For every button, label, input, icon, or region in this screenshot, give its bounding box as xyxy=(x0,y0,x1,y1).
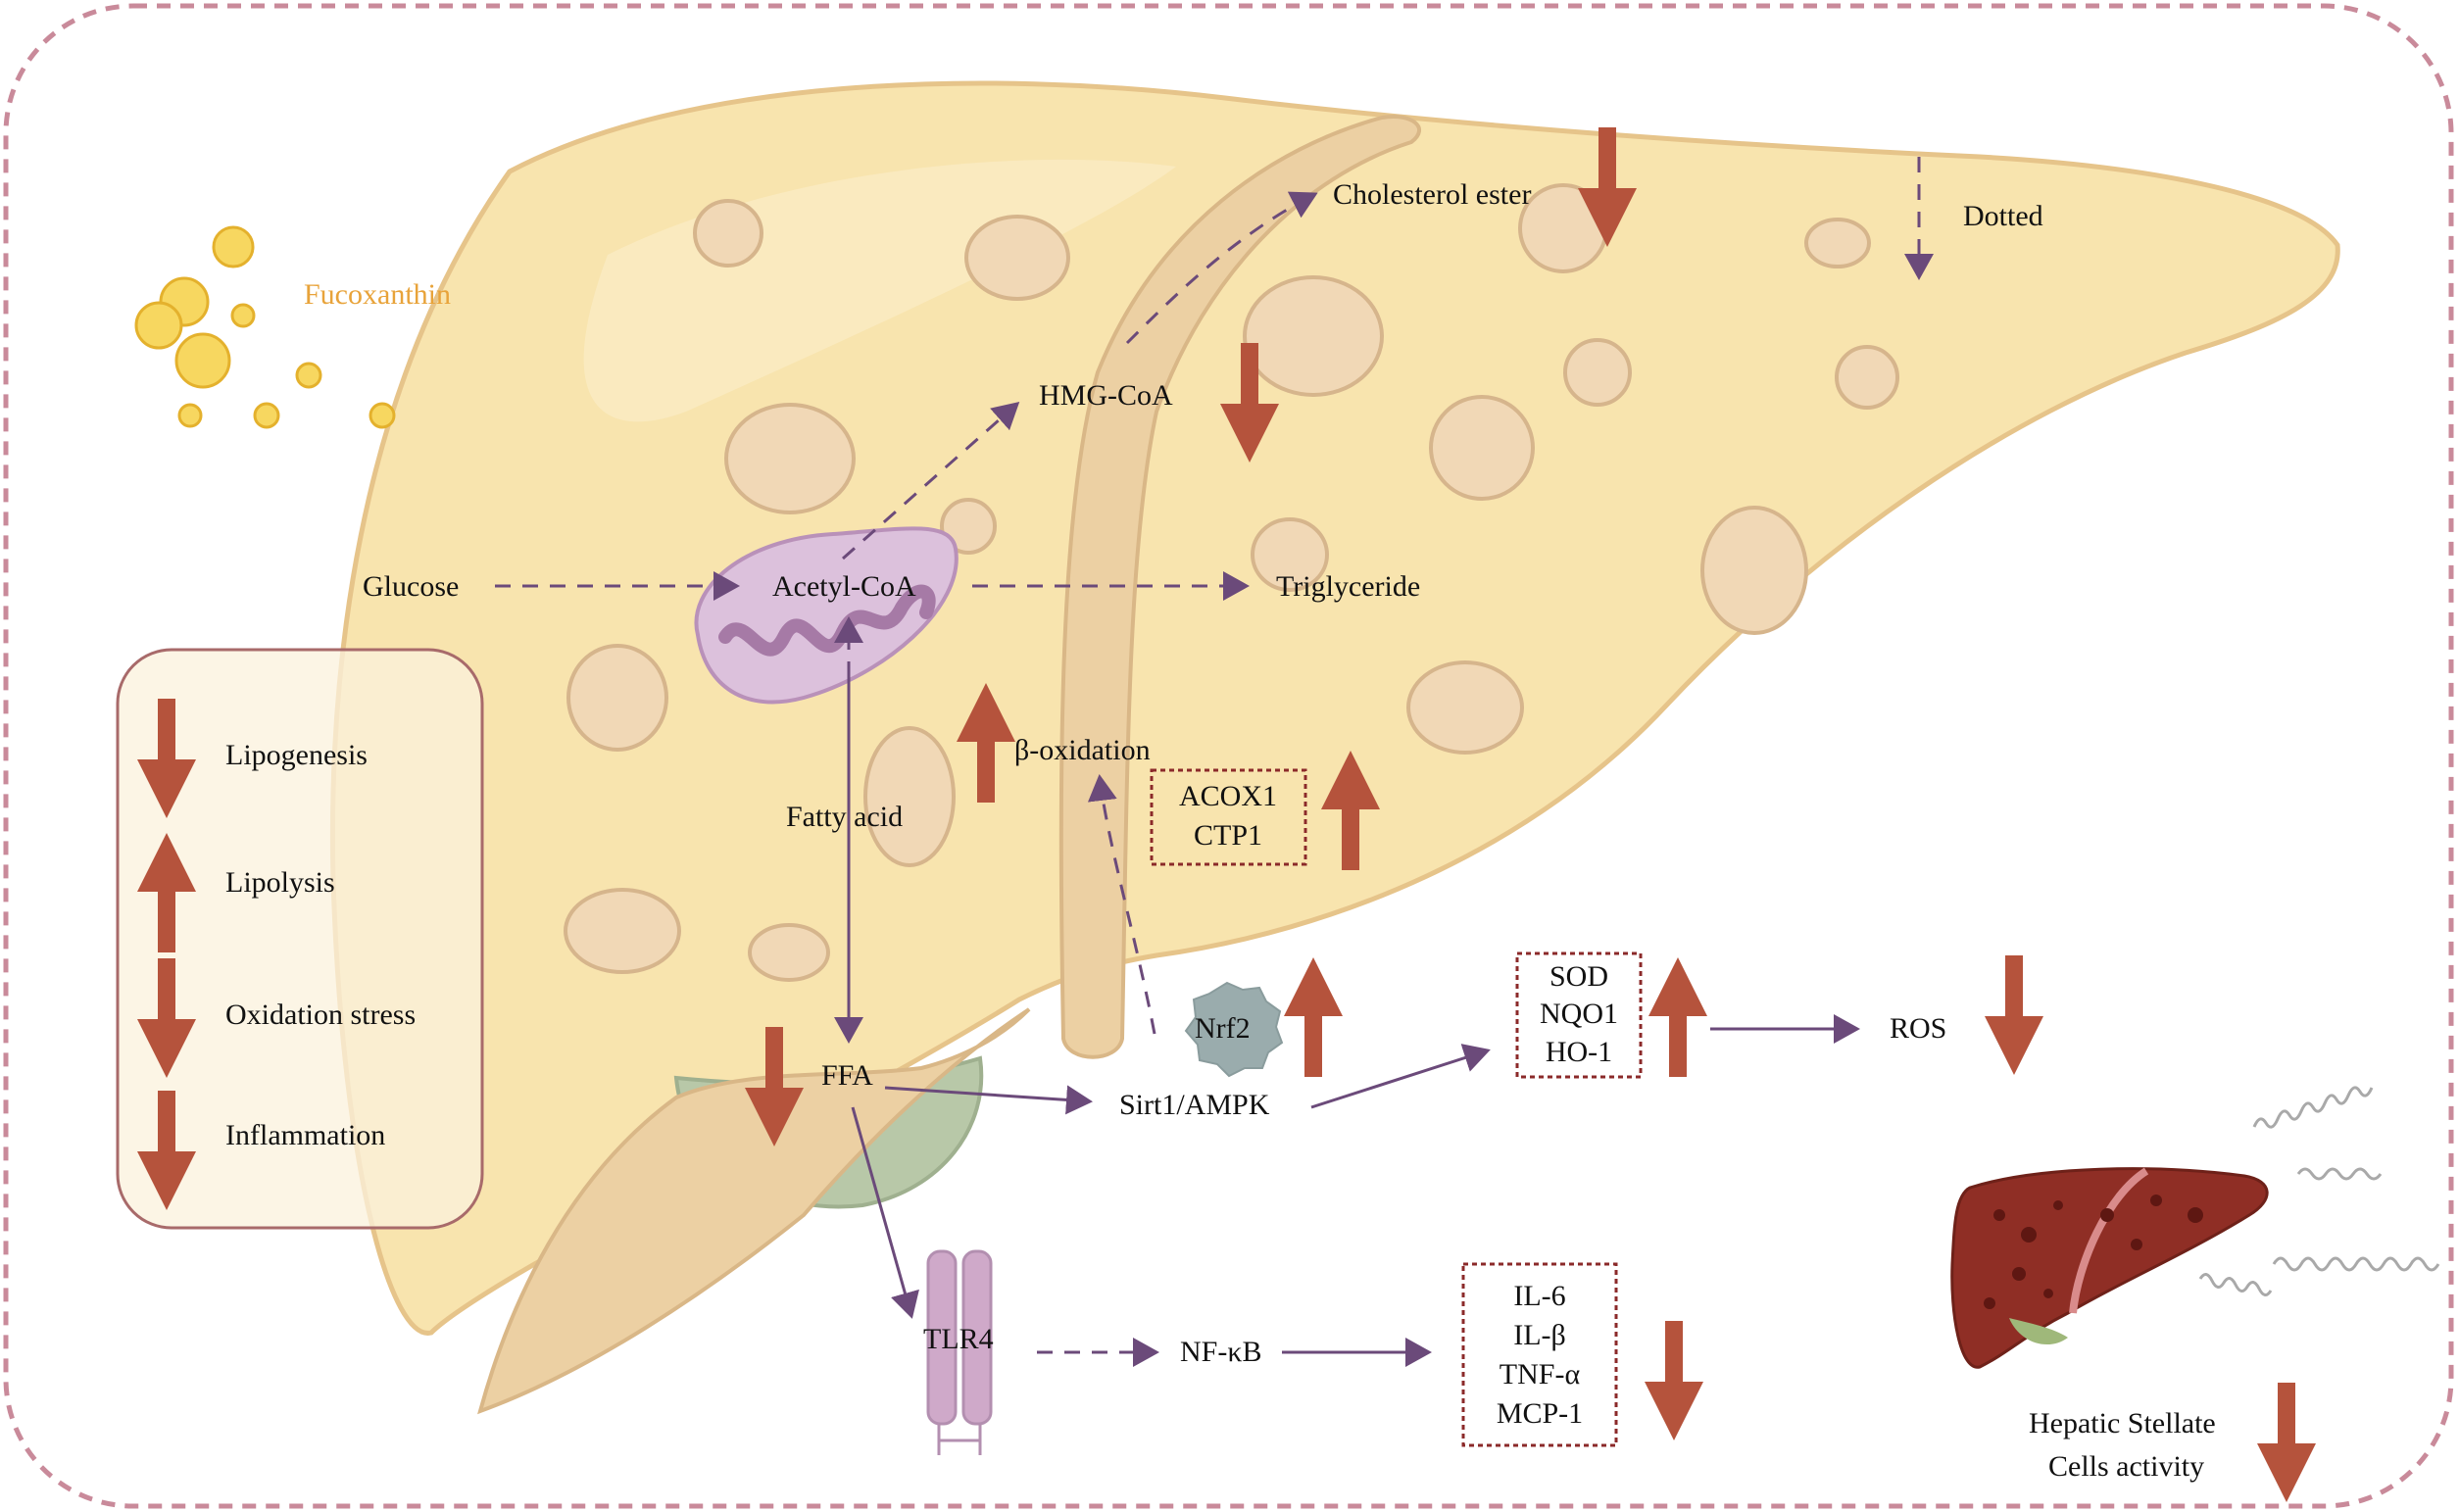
antioxidant-box-item: SOD xyxy=(1549,960,1608,993)
fucoxanthin-label: Fucoxanthin xyxy=(304,278,451,311)
cytokines-box: IL-6 IL-β TNF-α MCP-1 xyxy=(1461,1262,1618,1447)
pathway-arrows xyxy=(495,157,1934,1367)
fucoxanthin-dot xyxy=(212,225,255,268)
mitochondrion xyxy=(694,526,959,705)
nfkb-label: NF-κB xyxy=(1180,1336,1261,1368)
ffa-label: FFA xyxy=(821,1059,873,1092)
fat-droplets xyxy=(564,183,1899,982)
fat-droplet xyxy=(564,888,681,974)
nrf2-label: Nrf2 xyxy=(1195,1012,1251,1045)
acox-box: ACOX1 CTP1 xyxy=(1150,768,1307,866)
fat-droplet xyxy=(1700,506,1808,635)
fat-droplet xyxy=(940,498,997,555)
legend-lipogenesis-label: Lipogenesis xyxy=(225,739,368,771)
cytokines-box-item: IL-6 xyxy=(1513,1280,1565,1312)
sirt1-to-antioxidant-arrow xyxy=(1310,1044,1491,1109)
dotted-label: Dotted xyxy=(1963,200,2043,232)
fat-droplet xyxy=(724,403,856,514)
antioxidant-box-item: HO-1 xyxy=(1546,1036,1612,1068)
antioxidant-up-arrow xyxy=(1648,957,1707,1077)
legend-panel xyxy=(116,648,484,1230)
fat-droplet xyxy=(693,199,763,268)
fucoxanthin-dot xyxy=(230,303,256,328)
sirt1-ampk-label: Sirt1/AMPK xyxy=(1119,1089,1270,1121)
acox-box-item: ACOX1 xyxy=(1179,780,1277,812)
fat-droplet xyxy=(1835,345,1899,410)
acetylcoa-to-hmgcoa-arrow xyxy=(842,402,1020,561)
betaoxidation-label: β-oxidation xyxy=(1014,734,1151,766)
hmgcoa-to-cholesterol-arrow xyxy=(1125,191,1318,345)
hmgcoa-label: HMG-CoA xyxy=(1039,379,1173,412)
outer-dashed-frame xyxy=(3,3,2454,1509)
hsc-label-line1: Hepatic Stellate xyxy=(2029,1407,2216,1439)
lower-lobe-fold xyxy=(477,1007,1031,1415)
cytokines-box-item: MCP-1 xyxy=(1497,1397,1583,1430)
ligament-fold xyxy=(1058,115,1421,1059)
legend-oxidation-label: Oxidation stress xyxy=(225,999,416,1031)
antioxidant-box-item: NQO1 xyxy=(1540,998,1618,1030)
pathway-labels: Glucose Acetyl-CoA HMG-CoA Cholesterol e… xyxy=(363,178,2216,1483)
fat-droplet xyxy=(1563,338,1632,407)
ros-label: ROS xyxy=(1890,1012,1946,1045)
nrf2-up-arrow xyxy=(1284,957,1343,1077)
antioxidant-box: SOD NQO1 HO-1 xyxy=(1515,951,1643,1079)
ffa-to-tlr4-arrow xyxy=(851,1106,919,1319)
ros-down-arrow xyxy=(1985,955,2043,1075)
cytokines-down-arrow xyxy=(1645,1321,1703,1440)
fucoxanthin-dot xyxy=(134,301,183,350)
fat-droplet xyxy=(1429,395,1535,501)
cytokines-box-item: TNF-α xyxy=(1500,1358,1581,1390)
fat-droplet xyxy=(863,726,956,867)
sirt1-to-betaoxidation-arrow xyxy=(1087,774,1156,1035)
ffa-to-sirt1-arrow xyxy=(884,1085,1093,1115)
fat-droplet xyxy=(748,923,830,982)
glucose-label: Glucose xyxy=(363,570,459,603)
fucoxanthin-dot xyxy=(369,402,396,429)
legend-inflammation-label: Inflammation xyxy=(225,1119,385,1151)
fiber-waves xyxy=(2198,1086,2440,1296)
tlr4-receptor xyxy=(926,1249,993,1455)
acetylcoa-label: Acetyl-CoA xyxy=(772,570,916,603)
fat-droplet xyxy=(1804,218,1871,268)
legend: Lipogenesis Lipolysis Oxidation stress I… xyxy=(116,648,484,1230)
nrf2-protein xyxy=(1184,981,1284,1078)
fat-droplet xyxy=(566,644,668,752)
cytokines-box-item: IL-β xyxy=(1513,1319,1566,1351)
fucoxanthin-dot xyxy=(174,332,231,389)
hsc-label-line2: Cells activity xyxy=(2048,1450,2204,1483)
pathway-solid-arrows xyxy=(851,1014,1860,1367)
hsc-down-arrow xyxy=(2257,1383,2316,1502)
tlr4-label: TLR4 xyxy=(923,1323,994,1355)
fat-droplet xyxy=(1243,275,1384,397)
fatty-acid-label: Fatty acid xyxy=(786,801,903,833)
cholesterol-ester-label: Cholesterol ester xyxy=(1333,178,1531,211)
fibrotic-liver xyxy=(1950,1167,2269,1369)
fucoxanthin-dot xyxy=(253,402,280,429)
acox-box-item: CTP1 xyxy=(1194,819,1262,852)
fat-droplet xyxy=(1251,517,1329,592)
fucoxanthin-dot xyxy=(177,403,203,428)
fat-droplet xyxy=(1406,660,1524,755)
triglyceride-label: Triglyceride xyxy=(1276,570,1420,603)
fucoxanthin-molecules xyxy=(134,225,396,429)
liver-body xyxy=(329,80,2340,1336)
fat-droplet xyxy=(964,215,1070,301)
legend-lipolysis-label: Lipolysis xyxy=(225,866,335,899)
fucoxanthin-dot xyxy=(295,362,322,389)
